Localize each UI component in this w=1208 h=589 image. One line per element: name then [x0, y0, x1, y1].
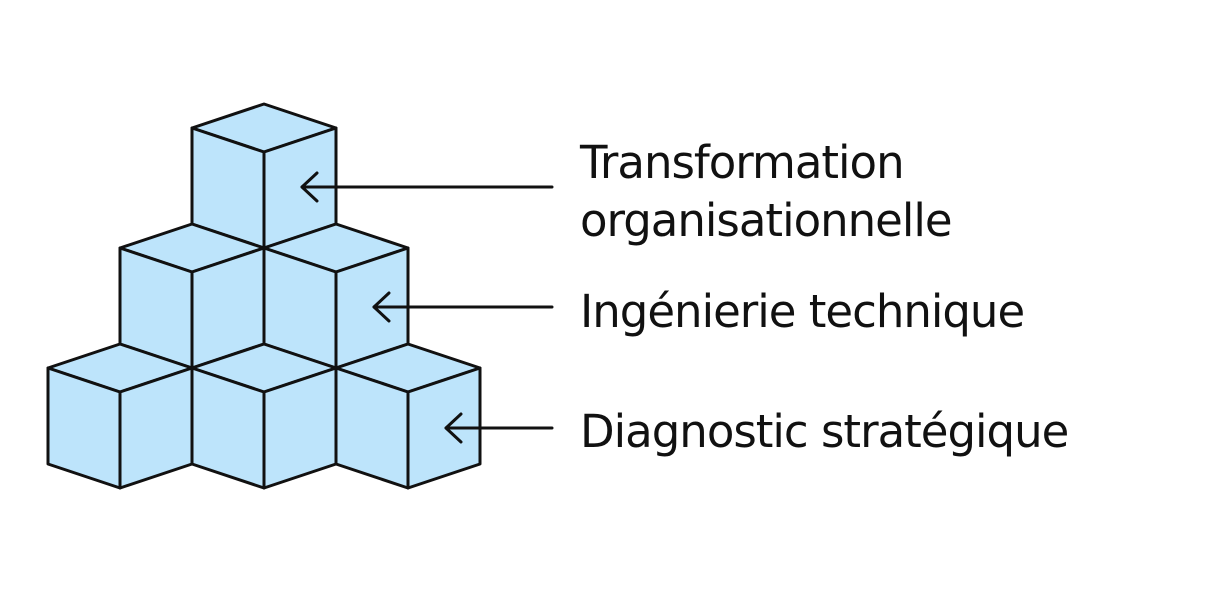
label-diagnostic-strategique: Diagnostic stratégique [580, 405, 1069, 458]
cube-pyramid [46, 102, 482, 490]
label-transformation-organisationnelle: Transformation organisationnelle [580, 134, 953, 250]
label-top-line-1: Transformation [580, 136, 905, 189]
cube-bottom-3 [334, 342, 482, 490]
cube-bottom-1 [46, 342, 194, 490]
arrow-left-icon-bottom [444, 412, 554, 444]
arrow-group [300, 171, 554, 444]
arrow-left-icon-middle [372, 291, 554, 323]
cube-middle-2 [262, 222, 410, 370]
cube-bottom-2 [190, 342, 338, 490]
arrow-left-icon-top [300, 171, 554, 203]
cube-middle-1 [118, 222, 266, 370]
label-ingenierie-technique: Ingénierie technique [580, 285, 1025, 338]
label-top-line-2: organisationnelle [580, 194, 953, 247]
cube-top-1 [190, 102, 338, 250]
